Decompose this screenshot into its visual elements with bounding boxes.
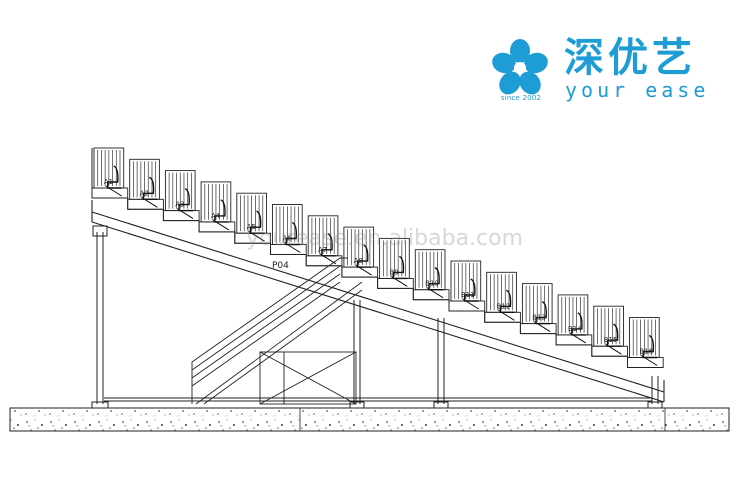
seat-row: A7 [305,215,343,267]
seat-row: A8 [341,226,379,278]
chair [571,312,586,336]
flower-icon [492,39,548,95]
seat-row: A3 [162,170,200,222]
tier-step [591,345,628,357]
row-label: B12 [497,302,511,310]
seat-row: B9 [377,237,414,289]
chair [107,165,122,189]
row-label: A5 [247,223,256,231]
brand-logo: since 2002 深优艺 your ease [484,34,724,110]
seat-row: B13 [519,283,557,335]
tier-step [627,357,664,368]
tier-step [377,277,414,289]
concrete-slab [9,407,730,432]
row-label: A4 [211,212,221,220]
row-label: A2 [140,189,149,197]
main-girders [91,200,665,403]
seat-row: B16 [627,317,664,368]
chair [392,255,408,280]
row-label: B16 [639,348,653,356]
drawing-label: P04 [272,261,289,271]
seat-row: B10 [412,249,450,301]
seat-row: B15 [591,305,628,357]
chair [249,210,265,234]
row-label: A6 [282,235,292,243]
chair [142,176,158,200]
since-text: since 2002 [500,94,542,102]
seat-row: A6 [270,204,307,255]
seat-row: A2 [127,158,164,210]
seat-row: A1 [91,147,129,199]
chair [356,244,372,268]
tier-step [555,334,593,346]
row-label: A7 [318,246,327,254]
brand-name-cn: 深优艺 [564,35,696,81]
seat-row: A5 [234,192,271,244]
tier-step [198,221,236,233]
row-label: A3 [175,201,184,209]
row-label: B15 [604,336,618,344]
tier-step [91,187,129,199]
row-label: A1 [104,178,113,186]
chair [178,187,194,212]
chair [428,267,443,291]
chair [285,221,301,246]
tier-step [484,311,521,323]
chair [606,323,622,347]
tier-step [127,198,164,210]
row-label: B13 [532,314,546,322]
seat-row: B11 [448,260,486,312]
tier-step [341,266,379,278]
row-label: B14 [568,325,582,333]
chair [464,278,479,302]
seat-row: B12 [484,271,521,323]
tier-step [412,289,450,301]
chair [214,199,229,223]
row-label: B11 [461,291,475,299]
tier-step [519,323,557,335]
seat-row: B14 [555,294,593,346]
row-label: B9 [389,268,398,276]
tier-step [448,300,486,312]
chair [499,289,515,313]
chair [321,233,336,257]
row-label: B10 [425,280,439,288]
row-label: A8 [354,257,363,265]
chair [642,334,658,359]
watermark-text: yourease.en.alibaba.com [246,226,524,251]
chair [535,300,551,325]
seat-row: A4 [198,181,236,233]
brand-name-en: your ease [565,78,710,102]
tier-step [162,210,200,222]
